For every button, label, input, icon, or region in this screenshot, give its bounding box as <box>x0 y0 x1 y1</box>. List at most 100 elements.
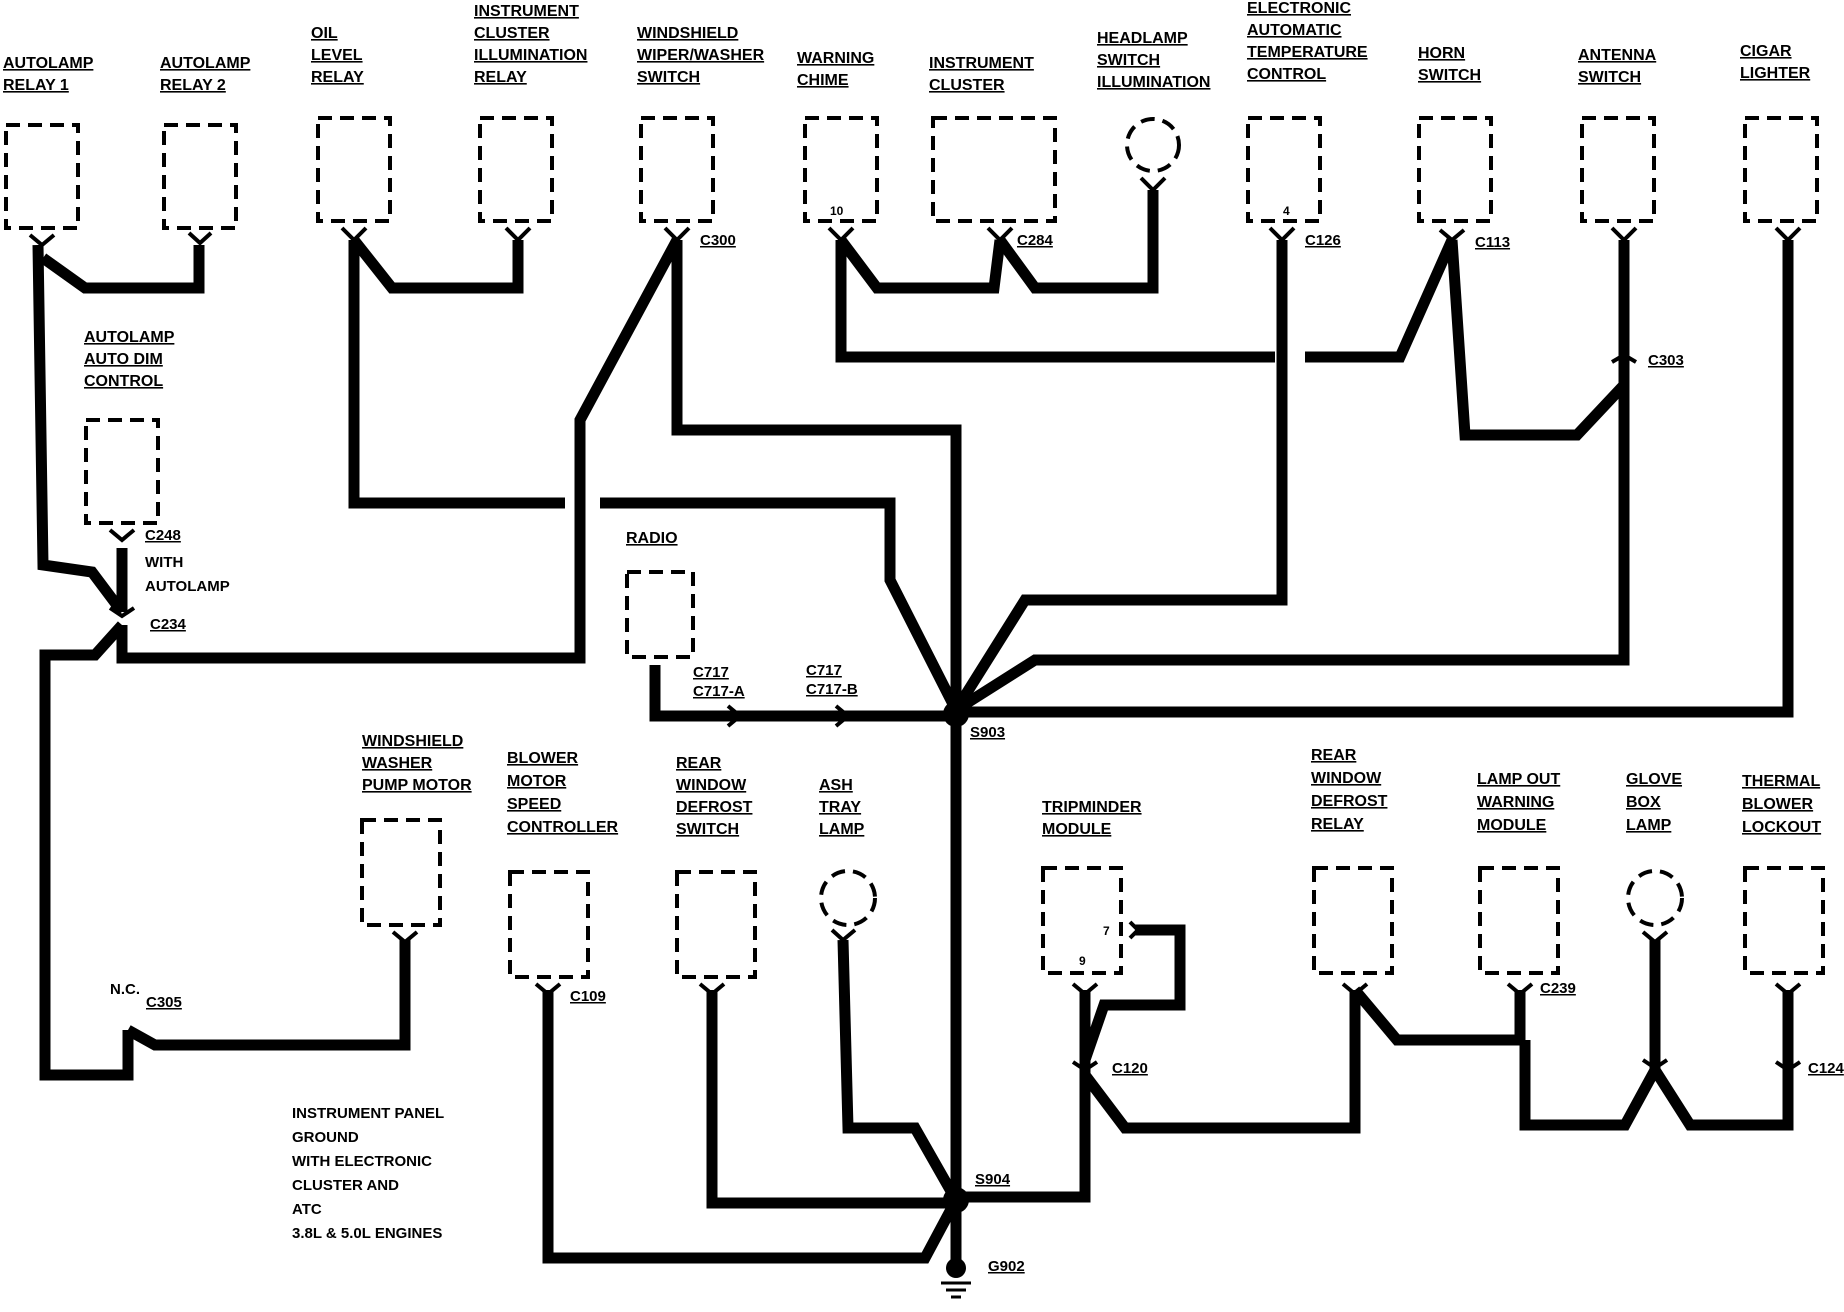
connector-stubs <box>28 176 1802 1073</box>
wire-c305-pump <box>125 940 411 1051</box>
pin-eatc: 4 <box>1283 204 1290 218</box>
pin-tripminder-b: 9 <box>1079 954 1086 968</box>
wire-oil-level-down <box>348 240 565 509</box>
label-c124: C124 <box>1808 1060 1844 1077</box>
wire-horn-return <box>1305 237 1458 363</box>
ash-tray-lamp-bulb <box>819 869 877 927</box>
oil-level-relay-box <box>316 116 392 223</box>
wire-tripminder-loop <box>1079 924 1186 1062</box>
pin-numbers: 10 4 7 9 <box>830 204 1290 968</box>
defrost-relay-box <box>1312 866 1394 975</box>
ground-icon <box>941 1281 971 1299</box>
label-g902: G902 <box>988 1258 1025 1275</box>
blower-controller-box <box>508 870 590 979</box>
label-s904: S904 <box>975 1171 1011 1188</box>
wire-relay1-relay2 <box>39 245 205 294</box>
pump-motor-box <box>360 818 442 927</box>
wiper-switch-box <box>639 116 715 223</box>
label-radio: RADIO <box>626 530 678 547</box>
auto-dim-control-box <box>84 418 160 525</box>
wire-gap-s903 <box>600 497 961 713</box>
wire-glove-thermal <box>1650 990 1794 1131</box>
wire-c234-wiper-switch <box>116 237 682 664</box>
wire-radio-s903 <box>649 665 956 722</box>
glove-box-lamp-bulb <box>1626 869 1684 927</box>
splices <box>941 701 971 1299</box>
label-c109: C109 <box>570 988 606 1005</box>
pin-tripminder-a: 7 <box>1103 924 1110 938</box>
tripminder-box <box>1041 866 1123 975</box>
wire-lamp-out-glove <box>1519 1040 1660 1131</box>
label-c284: C284 <box>1017 232 1054 249</box>
wire-wiper-s903 <box>671 240 962 710</box>
g902-ground-point <box>946 1258 966 1278</box>
wire-cluster-headlamp <box>995 190 1159 294</box>
wire-eatc-s903 <box>951 240 1288 713</box>
cigar-lighter-box <box>1743 116 1819 223</box>
label-c120: C120 <box>1112 1060 1148 1077</box>
label-c305-note: N.C. <box>110 981 140 998</box>
ground-note: INSTRUMENT PANEL GROUND WITH ELECTRONIC … <box>292 1105 448 1242</box>
label-c303: C303 <box>1648 352 1684 369</box>
wire-c120-defrost-relay <box>1080 990 1361 1134</box>
s904-splice <box>943 1187 969 1213</box>
wiring <box>32 190 1794 1270</box>
s903-splice <box>943 701 969 727</box>
wire-blower-s904 <box>542 990 961 1264</box>
headlamp-switch-illumination-bulb <box>1125 117 1181 173</box>
lamp-out-box <box>1478 866 1560 975</box>
wire-defrost-switch-s904 <box>706 990 956 1209</box>
pin-warning-chime: 10 <box>830 204 844 218</box>
label-c234: C234 <box>150 616 187 633</box>
horn-switch-box <box>1417 116 1493 223</box>
wire-horn-antenna <box>1446 239 1629 441</box>
wire-left-vertical <box>39 621 134 1081</box>
components <box>4 116 1825 979</box>
eatc-box <box>1246 116 1322 223</box>
warning-chime-box <box>803 116 879 223</box>
radio-box <box>625 570 695 659</box>
wire-tripminder-s904 <box>956 1060 1091 1203</box>
autolamp-relay-1-box <box>4 123 80 230</box>
label-c239: C239 <box>1540 980 1576 997</box>
label-c113: C113 <box>1475 234 1510 251</box>
wire-chime-cluster <box>836 236 1006 294</box>
instrument-cluster-box <box>931 116 1057 223</box>
label-c300: C300 <box>700 232 736 249</box>
autolamp-relay-2-box <box>162 123 238 230</box>
label-c126: C126 <box>1305 232 1341 249</box>
label-c248: C248 <box>145 527 181 544</box>
defrost-switch-box <box>675 870 757 979</box>
antenna-switch-box <box>1580 116 1656 223</box>
wire-autolamp-relay-1 <box>32 244 127 616</box>
wire-oil-level-relay <box>349 236 524 294</box>
wire-cigar-s903 <box>956 240 1794 718</box>
wire-ash-tray-s904 <box>837 939 961 1203</box>
